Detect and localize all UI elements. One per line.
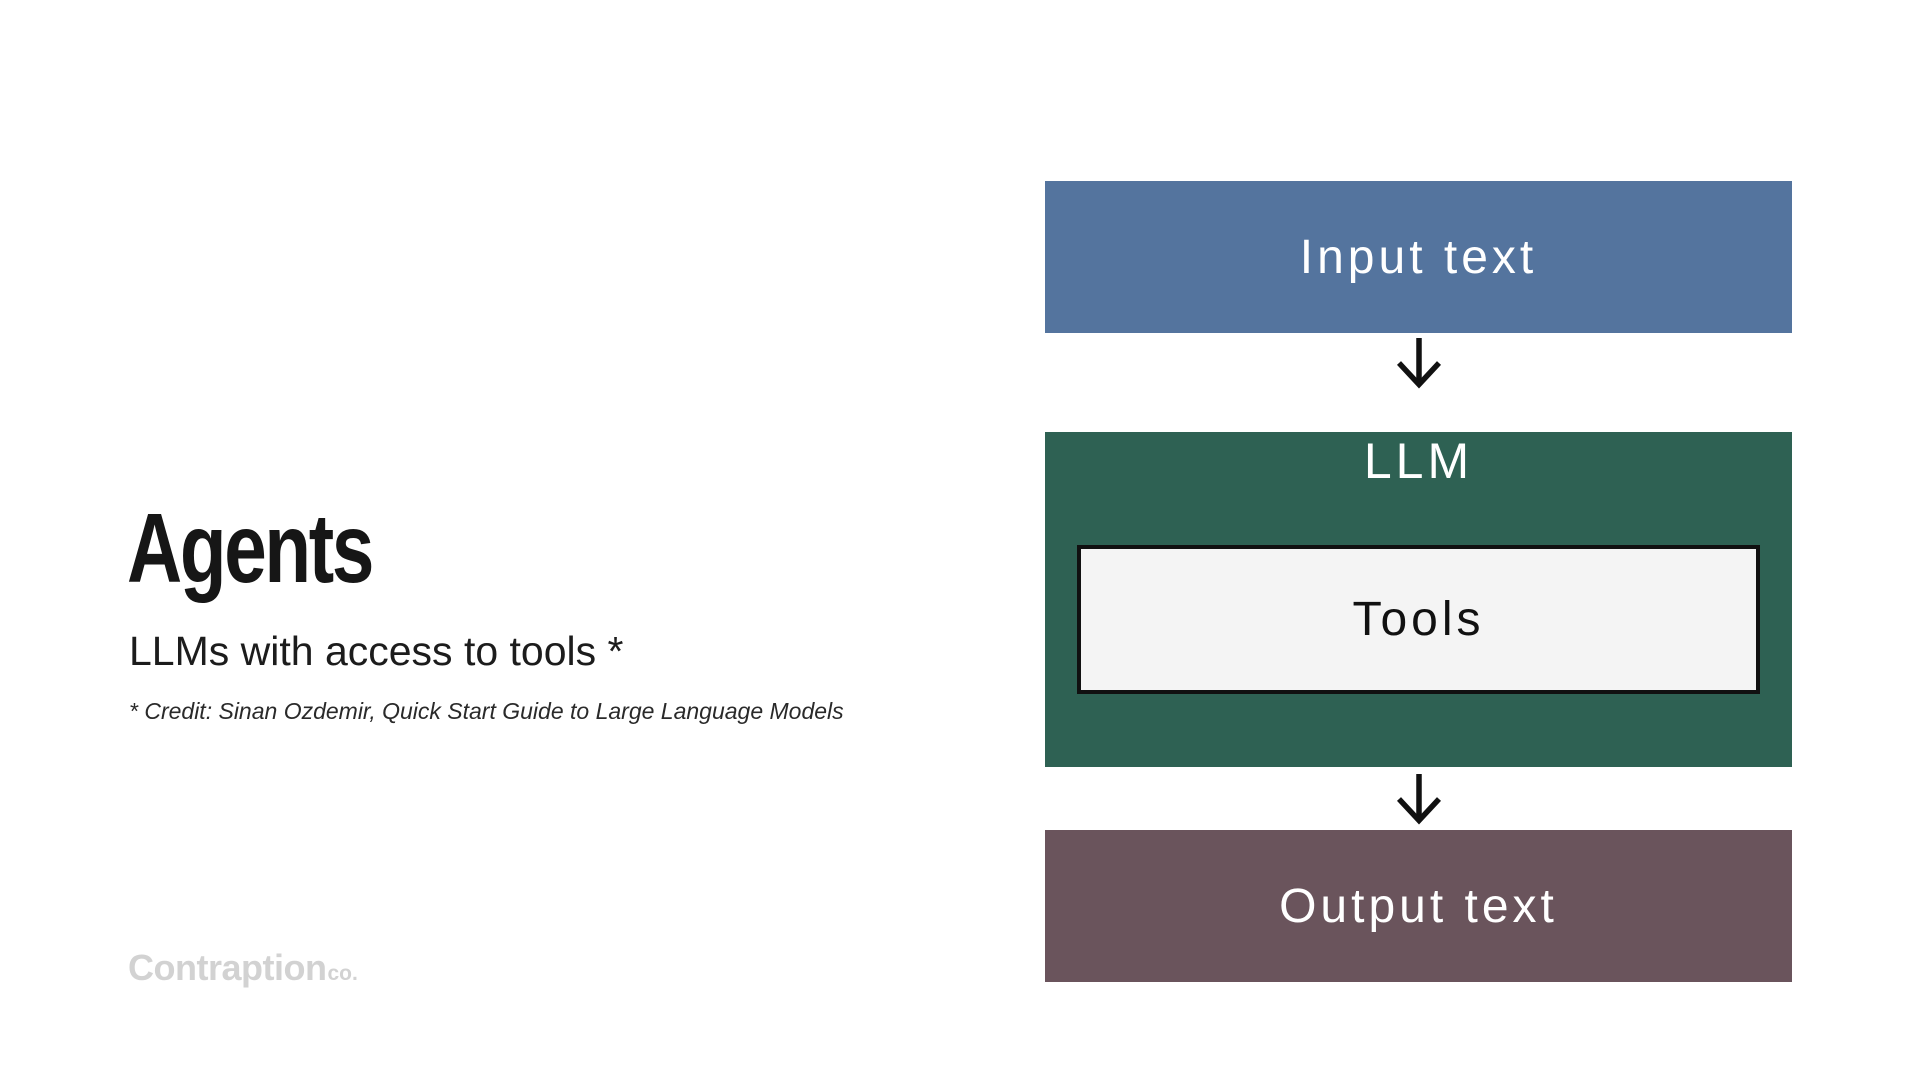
input-text-box: Input text (1045, 181, 1792, 333)
down-arrow-glyph (1396, 773, 1441, 825)
brand-logo-name: Contraption (128, 947, 327, 988)
output-text-label: Output text (1279, 879, 1558, 933)
llm-box: LLM Tools (1045, 432, 1792, 767)
brand-logo-suffix: co. (327, 962, 358, 985)
input-text-label: Input text (1299, 230, 1538, 284)
credit-note: * Credit: Sinan Ozdemir, Quick Start Gui… (129, 698, 844, 724)
arrow-down-icon (1045, 767, 1792, 830)
output-text-box: Output text (1045, 830, 1792, 982)
tools-box: Tools (1077, 545, 1760, 694)
arrow-down-icon (1045, 333, 1792, 392)
tools-label: Tools (1352, 593, 1485, 646)
down-arrow-glyph (1396, 337, 1441, 389)
flow-diagram: Input text LLM Tools Output text (1045, 181, 1792, 982)
page-subtitle: LLMs with access to tools * (129, 628, 624, 674)
llm-label: LLM (1363, 433, 1474, 489)
page-title: Agents (127, 493, 374, 603)
